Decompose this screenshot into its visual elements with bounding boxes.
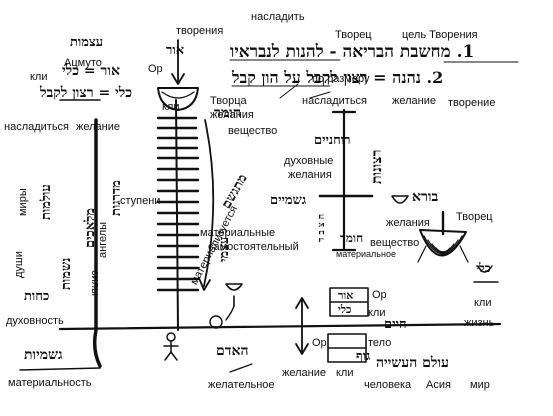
label-zhelania-under: желания xyxy=(210,109,254,121)
label-zhelanie-mid: желание xyxy=(392,95,436,107)
label-zhizn: жизнь xyxy=(464,317,495,329)
left-bracket xyxy=(92,118,102,368)
label-or-box: Ор xyxy=(372,289,387,301)
hebrew-olam-asiya: עולם העשייה xyxy=(376,355,449,371)
label-nasladit: насладить xyxy=(251,11,305,23)
hebrew-atsmut: עצמות xyxy=(70,35,104,50)
hebrew-gashmiim: גשמיים xyxy=(270,193,307,208)
label-stupeni: ступени xyxy=(120,195,161,207)
label-telo: тело xyxy=(368,337,392,349)
label-or-top: Ор xyxy=(148,63,163,75)
hebrew-kli-ratzon: כלי = רצון לקבל xyxy=(40,85,133,101)
label-zhelania-right: желания xyxy=(288,169,332,181)
label-materialnye: материальные xyxy=(200,227,276,239)
hebrew-chaim: חיים xyxy=(384,317,407,332)
materializes-arrow xyxy=(203,119,215,287)
cup-bottom xyxy=(225,283,243,291)
hebrew-heading-2: 2. נהנה = רצון לקבל על הון קבל xyxy=(232,68,444,87)
label-mir: мир xyxy=(470,379,490,391)
hebrew-gashmiut: גשמיות xyxy=(24,347,63,363)
hebrew-ruchaniim: רוחניים xyxy=(314,133,351,148)
hebrew-letters-vertical: ח צ ב ד xyxy=(317,213,327,242)
hebrew-hadam: האדם xyxy=(216,343,249,359)
label-materialnoe: материальное xyxy=(336,249,396,259)
hebrew-kli-box: כלי xyxy=(338,303,352,316)
label-dushi: души xyxy=(13,251,25,278)
label-dukhovnye: духовные xyxy=(284,155,334,167)
label-zhelanie-left: желание xyxy=(76,121,120,133)
label-kli-far: кли xyxy=(474,297,492,309)
ladder-rungs xyxy=(156,116,200,292)
hebrew-guf: גוף xyxy=(356,349,371,364)
label-nasladitsya-mid: насладиться xyxy=(302,95,368,107)
ladder-left-rail xyxy=(175,99,179,331)
small-circle xyxy=(209,315,223,329)
label-nasladitsya-left: насладиться xyxy=(4,121,70,133)
hebrew-kochot: כחות xyxy=(24,289,50,304)
small-cup xyxy=(391,195,409,204)
kli-bowl-shape xyxy=(157,87,199,111)
label-zhelatelnoe: желательное xyxy=(208,379,275,391)
hebrew-or-small: אור xyxy=(166,43,185,58)
label-tsel-tvorenia: цель Творения xyxy=(402,29,478,41)
hebrew-neshamot: נשמות xyxy=(59,257,74,290)
hebrew-kli-right: כלי xyxy=(476,261,491,275)
label-kli-box: кли xyxy=(368,307,386,319)
label-tvorenie: творения xyxy=(176,25,224,37)
hebrew-chomer-right: חומר xyxy=(340,231,364,245)
hebrew-or-box: אור xyxy=(338,289,354,302)
label-kli-low: кли xyxy=(336,367,354,379)
label-tvorenie-right: творение xyxy=(448,97,496,109)
label-veshchestvo-top: вещество xyxy=(228,125,278,137)
creator-bowl xyxy=(419,229,467,257)
label-tvorets-top: Творец xyxy=(335,29,372,41)
label-dukhovnost: духовность xyxy=(6,315,64,327)
hebrew-olamot: עולמות xyxy=(39,184,54,220)
label-angely: ангелы xyxy=(97,221,109,258)
hebrew-retzonot: רצונות xyxy=(369,149,385,184)
label-zhelania-mat: желания xyxy=(386,217,430,229)
label-atsmuto: Ацмуто xyxy=(64,57,102,69)
label-materialnost: материальность xyxy=(8,377,92,389)
spirituality-line xyxy=(58,322,502,331)
label-asia: Асия xyxy=(426,379,451,391)
hebrew-heading-1: 1. מחשבת הבריאה - להנות לנבראיו xyxy=(230,42,475,62)
label-chelovek: человека xyxy=(364,379,412,391)
label-veshchestvo-right: вещество xyxy=(370,237,420,249)
hebrew-boreh: בורא xyxy=(412,189,439,205)
label-kli-top: кли xyxy=(30,71,48,83)
hebrew-malachim: מלאכים xyxy=(83,207,98,248)
label-or-low: Ор xyxy=(312,337,327,349)
stick-figure xyxy=(163,332,179,361)
label-tvortsa: Творца xyxy=(210,95,247,107)
label-sily: силы xyxy=(89,270,101,296)
label-kli-bowl: кли xyxy=(162,101,180,113)
label-miry: миры xyxy=(17,188,29,216)
materiality-line xyxy=(19,367,101,371)
label-po-razmeru: по размеру xyxy=(312,73,370,85)
label-samostoyatelny: самостоятельный xyxy=(208,241,299,253)
hebrew-chomer: חומר xyxy=(214,105,242,121)
label-tvorets-right: Творец xyxy=(456,211,493,223)
hebrew-or-kli: אור = כלי xyxy=(62,63,120,79)
label-zhelanie-low: желание xyxy=(282,367,326,379)
